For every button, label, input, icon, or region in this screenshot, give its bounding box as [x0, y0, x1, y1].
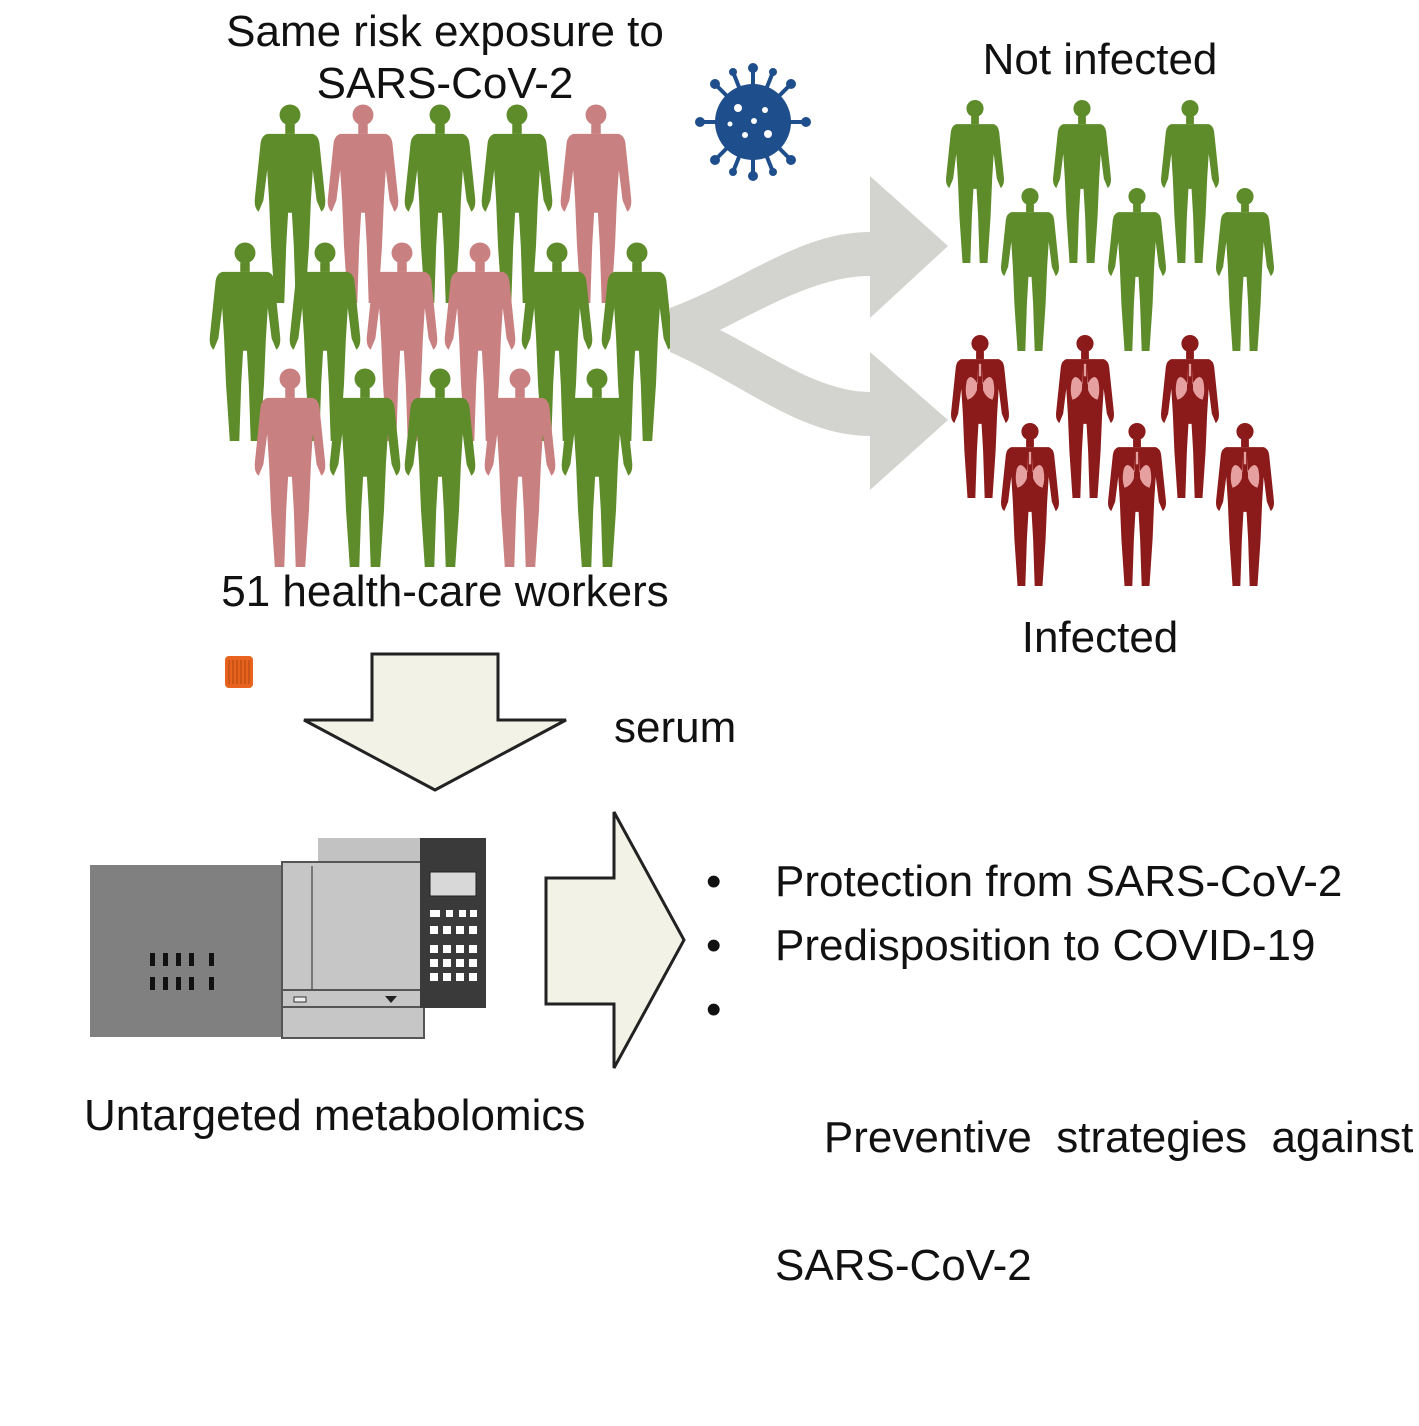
bullet-icon: • — [706, 857, 722, 906]
outcome-item: • Preventive strategies against SARS-CoV… — [700, 978, 1418, 1426]
outcome-item: • Predisposition to COVID-19 — [700, 914, 1418, 978]
method-label: Untargeted metabolomics — [84, 1091, 586, 1140]
right-arrow — [544, 811, 686, 1069]
outcome-item: • Protection from SARS-CoV-2 — [700, 850, 1418, 914]
serum-label: serum — [614, 703, 737, 752]
diagram-artwork — [90, 63, 1274, 1069]
outcome-text: Predisposition to COVID-19 — [775, 921, 1316, 970]
bullet-icon: • — [706, 921, 722, 970]
outcomes-list: • Protection from SARS-CoV-2 • Predispos… — [700, 850, 1418, 1426]
mass-spectrometer-icon — [90, 838, 486, 1039]
split-arrow — [670, 176, 948, 490]
not-infected-label: Not infected — [982, 35, 1218, 84]
virus-icon — [695, 63, 811, 181]
not-infected-group — [946, 99, 1274, 351]
exposure-title-line-1: Same risk exposure to — [226, 7, 664, 56]
cohort-label: 51 health-care workers — [221, 567, 669, 616]
outcome-text-continuation: SARS-CoV-2 — [775, 1241, 1032, 1290]
down-arrow — [303, 652, 567, 792]
exposure-title-line-2: SARS-CoV-2 — [316, 59, 574, 108]
cohort-crowd — [209, 104, 673, 567]
infected-group — [951, 334, 1274, 586]
infected-label: Infected — [1021, 613, 1179, 662]
outcome-text: Preventive strategies against — [823, 1113, 1414, 1162]
outcome-text: Protection from SARS-CoV-2 — [775, 857, 1343, 906]
bullet-icon: • — [706, 985, 722, 1034]
serum-tube-icon — [225, 656, 253, 688]
exposure-title: Same risk exposure to SARS-CoV-2 — [150, 6, 740, 110]
